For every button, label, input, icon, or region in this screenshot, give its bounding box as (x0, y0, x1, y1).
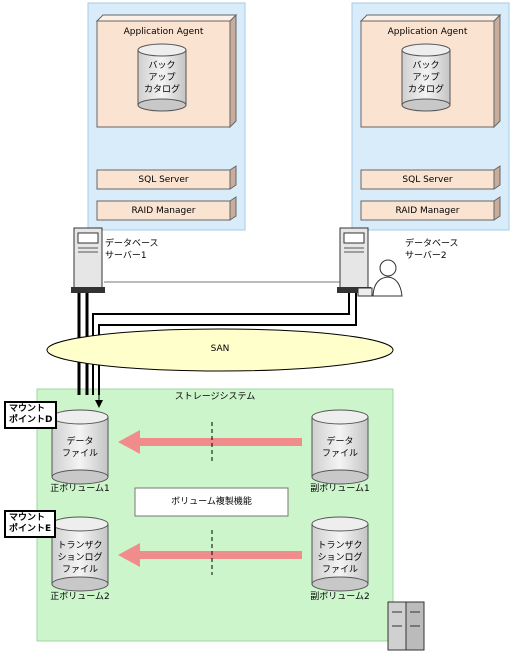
primary-volume2-content: トランザク ションログ ファイル (57, 541, 103, 575)
replication-arrow-2 (118, 543, 302, 567)
server2-raid-box (360, 196, 501, 221)
server1-catalog-label: バック アップ カタログ (143, 61, 180, 95)
server2-catalog-label: バック アップ カタログ (407, 61, 444, 95)
secondary-volume1-cylinder (311, 409, 369, 485)
server2-tower-icon (337, 227, 371, 293)
server2-agent-label: Application Agent (387, 27, 468, 37)
server1-raid-label: RAID Manager (131, 206, 196, 216)
server2-sql-label: SQL Server (402, 175, 453, 185)
server1-raid-box (96, 196, 237, 221)
san-ellipse (46, 328, 394, 372)
function-label: ボリューム複製機能 (171, 497, 252, 507)
mount-point-e-callout: マウント ポイントE (4, 510, 57, 538)
secondary-volume1-caption: 副ボリューム1 (310, 484, 370, 494)
server2-sql-box (360, 165, 501, 190)
primary-volume2-cylinder (51, 516, 109, 592)
mount-point-d-callout: マウント ポイントD (4, 401, 58, 429)
server1-host-label: データベース サーバー1 (105, 239, 159, 261)
primary-volume1-content: データ ファイル (61, 437, 98, 459)
primary-volume2-caption: 正ボリューム2 (50, 592, 110, 602)
server2-host-label: データベース サーバー2 (405, 239, 459, 261)
server2-raid-label: RAID Manager (395, 206, 460, 216)
server1-tower-icon (71, 227, 105, 293)
server2-catalog-cylinder (401, 43, 451, 112)
primary-volume1-cylinder (51, 409, 109, 485)
server1-sql-label: SQL Server (138, 175, 189, 185)
server1-sql-box (96, 165, 237, 190)
administrator-icon (357, 259, 403, 297)
storage-device-icon (387, 601, 425, 651)
function-box (134, 487, 289, 517)
storage-title: ストレージシステム (174, 392, 256, 402)
primary-volume1-caption: 正ボリューム1 (50, 484, 110, 494)
secondary-volume2-caption: 副ボリューム2 (310, 592, 370, 602)
secondary-volume1-content: データ ファイル (321, 437, 358, 459)
secondary-volume2-cylinder (311, 516, 369, 592)
replication-arrow-1 (118, 430, 302, 454)
server1-agent-label: Application Agent (123, 27, 204, 37)
secondary-volume2-content: トランザク ションログ ファイル (317, 541, 363, 575)
server1-catalog-cylinder (137, 43, 187, 112)
san-label: SAN (210, 344, 230, 354)
